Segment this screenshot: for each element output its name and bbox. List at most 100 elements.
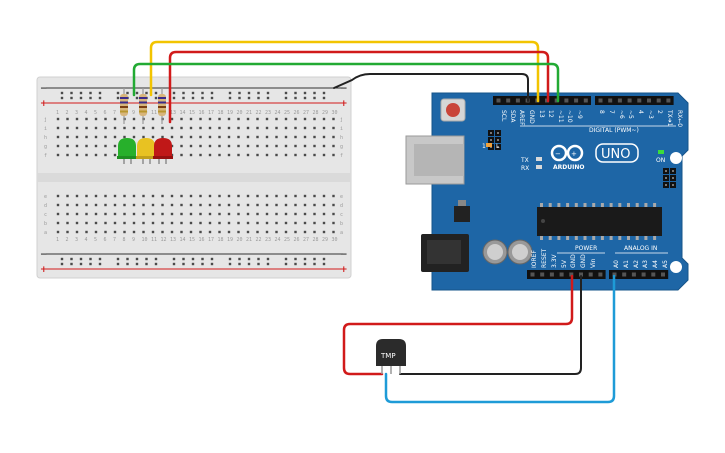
breadboard-hole[interactable] [275,153,278,157]
rail-hole[interactable] [172,262,176,266]
rail-hole[interactable] [266,91,270,95]
breadboard-hole[interactable] [113,212,117,216]
breadboard-hole[interactable] [237,194,240,198]
breadboard-hole[interactable] [189,144,193,148]
breadboard-hole[interactable] [113,135,117,139]
breadboard-hole[interactable] [123,194,126,198]
breadboard-hole[interactable] [104,230,107,234]
led-yellow-body[interactable] [137,138,155,158]
breadboard-hole[interactable] [332,194,335,198]
breadboard-hole[interactable] [199,144,202,148]
breadboard-hole[interactable] [294,230,297,234]
breadboard-hole[interactable] [246,212,250,216]
breadboard-hole[interactable] [313,135,316,139]
breadboard-hole[interactable] [151,194,155,198]
breadboard-hole[interactable] [94,221,98,225]
breadboard-hole[interactable] [161,126,164,130]
breadboard-hole[interactable] [132,194,136,198]
breadboard-hole[interactable] [132,203,136,207]
breadboard-hole[interactable] [189,135,193,139]
rail-hole[interactable] [145,262,148,266]
header-socket[interactable] [574,98,579,103]
breadboard-hole[interactable] [237,221,240,225]
breadboard-hole[interactable] [227,212,231,216]
breadboard-hole[interactable] [208,230,212,234]
header-socket[interactable] [559,272,564,277]
rail-hole[interactable] [247,257,251,261]
breadboard-hole[interactable] [265,203,269,207]
header-socket[interactable] [564,98,569,103]
breadboard-hole[interactable] [332,203,335,207]
wire-black-gnd-rail[interactable] [333,73,529,102]
breadboard-hole[interactable] [227,126,231,130]
breadboard-hole[interactable] [275,126,278,130]
rail-hole[interactable] [116,96,120,100]
breadboard-hole[interactable] [294,126,297,130]
breadboard-hole[interactable] [123,126,126,130]
breadboard-hole[interactable] [227,194,231,198]
breadboard-hole[interactable] [85,194,88,198]
rail-hole[interactable] [126,91,129,95]
breadboard-hole[interactable] [75,194,79,198]
rail-hole[interactable] [98,96,102,100]
rail-hole[interactable] [154,91,158,95]
breadboard-hole[interactable] [227,117,231,121]
breadboard-hole[interactable] [332,212,335,216]
breadboard-hole[interactable] [85,230,88,234]
breadboard-hole[interactable] [161,212,164,216]
breadboard-hole[interactable] [94,230,98,234]
rail-hole[interactable] [79,91,83,95]
breadboard-hole[interactable] [256,194,259,198]
breadboard-hole[interactable] [189,126,193,130]
breadboard-hole[interactable] [227,230,231,234]
breadboard-hole[interactable] [265,117,269,121]
rail-hole[interactable] [154,96,158,100]
breadboard-hole[interactable] [275,194,278,198]
breadboard-hole[interactable] [218,203,221,207]
breadboard-hole[interactable] [66,153,69,157]
rail-hole[interactable] [70,91,73,95]
wire-red-5v-sensor[interactable] [342,274,574,376]
rail-hole[interactable] [191,91,195,95]
breadboard-hole[interactable] [123,221,126,225]
breadboard-hole[interactable] [123,135,126,139]
breadboard-hole[interactable] [284,194,288,198]
breadboard-hole[interactable] [199,117,202,121]
rail-hole[interactable] [303,257,307,261]
breadboard-hole[interactable] [104,126,107,130]
breadboard-hole[interactable] [104,212,107,216]
rail-hole[interactable] [182,96,185,100]
breadboard-hole[interactable] [104,203,107,207]
rail-hole[interactable] [182,257,185,261]
rail-hole[interactable] [294,91,297,95]
breadboard-hole[interactable] [170,126,174,130]
breadboard-hole[interactable] [151,117,155,121]
breadboard-hole[interactable] [151,221,155,225]
rail-hole[interactable] [294,257,297,261]
rail-hole[interactable] [210,262,214,266]
breadboard-hole[interactable] [237,117,240,121]
breadboard-hole[interactable] [170,135,174,139]
breadboard-hole[interactable] [246,135,250,139]
rail-hole[interactable] [313,257,316,261]
breadboard-hole[interactable] [275,221,278,225]
breadboard-hole[interactable] [322,230,326,234]
breadboard-hole[interactable] [218,194,221,198]
rail-hole[interactable] [191,262,195,266]
breadboard-hole[interactable] [275,117,278,121]
header-socket[interactable] [583,98,588,103]
header-socket[interactable] [554,98,559,103]
breadboard-hole[interactable] [56,221,60,225]
breadboard-hole[interactable] [284,117,288,121]
rail-hole[interactable] [201,96,204,100]
breadboard-hole[interactable] [180,221,183,225]
breadboard-hole[interactable] [332,221,335,225]
breadboard-hole[interactable] [294,203,297,207]
rail-hole[interactable] [135,91,139,95]
breadboard-hole[interactable] [322,117,326,121]
breadboard-hole[interactable] [294,144,297,148]
breadboard-hole[interactable] [256,126,259,130]
header-socket[interactable] [579,272,583,277]
rail-hole[interactable] [238,91,241,95]
breadboard-hole[interactable] [246,230,250,234]
